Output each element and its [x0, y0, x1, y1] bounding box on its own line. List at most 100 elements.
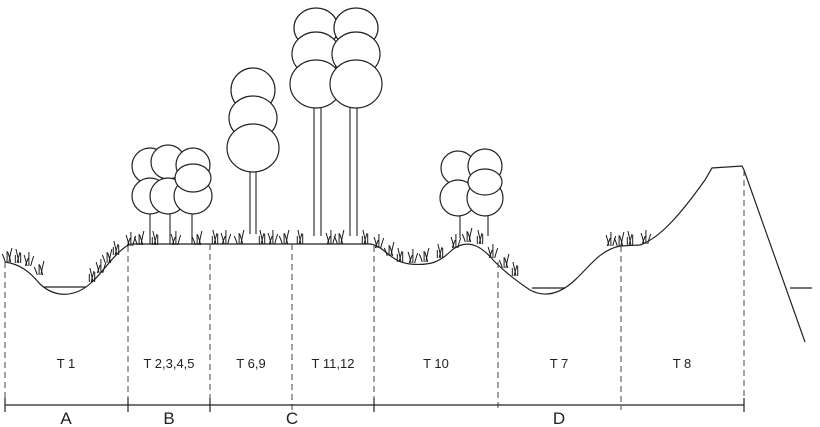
zone-label-a: A: [60, 409, 72, 427]
grass-blade: [140, 230, 145, 246]
grass-blade: [7, 251, 12, 263]
grass-blade: [114, 243, 119, 256]
grass-blade: [505, 253, 510, 269]
grass-blade: [627, 230, 632, 246]
grass-blade: [284, 233, 289, 245]
grass-blade: [95, 261, 100, 274]
grass-blade: [197, 234, 202, 246]
grass-blade: [212, 229, 217, 245]
grass-blade: [461, 233, 466, 243]
transect-label-t11-12: T 11,12: [312, 356, 355, 371]
grass-blade: [605, 234, 610, 247]
grass-blade: [389, 245, 394, 257]
grass-blade: [198, 230, 203, 246]
grass-blade: [620, 231, 625, 247]
grass-blade: [33, 266, 38, 276]
tree-cluster-b: [131, 144, 213, 244]
grass-blade: [102, 262, 107, 274]
grass-blade: [512, 261, 517, 277]
grass-blade: [90, 270, 95, 283]
grass-blade: [325, 232, 330, 245]
grass-blade: [398, 250, 403, 263]
grass-blade: [363, 232, 368, 245]
grass-blade: [425, 247, 430, 263]
tree-tall-c3: [329, 7, 383, 236]
grass-blade: [267, 232, 272, 245]
grass-tufts: [1, 227, 652, 283]
grass-blade: [333, 235, 338, 245]
grass-blade: [220, 232, 225, 245]
grass-blade: [30, 255, 35, 267]
grass-blade: [1, 253, 6, 263]
grass-blade: [424, 251, 429, 263]
grass-blade: [438, 246, 443, 259]
grass-blade: [170, 233, 175, 246]
transect-label-t1: T 1: [57, 356, 76, 371]
grass-blade: [23, 254, 28, 267]
grass-blade: [437, 243, 442, 259]
grass-blade: [108, 248, 113, 264]
grass-blade: [133, 236, 138, 246]
grass-blade: [332, 233, 337, 245]
grass-blade: [278, 235, 283, 245]
transect-label-t2-5: T 2,3,4,5: [143, 356, 194, 371]
tree-cluster-d: [439, 148, 504, 238]
grass-blade: [40, 260, 45, 276]
grass-blade: [418, 253, 423, 263]
grass-blade: [647, 233, 652, 245]
grass-blade: [468, 227, 473, 243]
zone-label-d: D: [553, 409, 565, 427]
grass-blade: [487, 246, 492, 259]
grass-blade: [478, 232, 483, 245]
grass-blade: [450, 236, 455, 249]
tree-tall-c2: [289, 7, 343, 236]
grass-blade: [113, 240, 118, 256]
grass-blade: [213, 232, 218, 245]
grass-blade: [39, 264, 44, 276]
grass-blade: [397, 247, 402, 263]
grass-blade: [8, 247, 13, 263]
grass-blade: [239, 233, 244, 245]
transect-label-t6-9: T 6,9: [236, 356, 265, 371]
grass-blade: [383, 247, 388, 257]
grass-blade: [285, 229, 290, 245]
grass-blade: [233, 235, 238, 245]
grass-blade: [390, 241, 395, 257]
grass-blade: [297, 229, 302, 245]
grass-blade: [240, 229, 245, 245]
grass-blade: [640, 232, 645, 245]
transect-boundaries: [4, 170, 745, 410]
grass-blade: [260, 232, 265, 245]
grass-blade: [259, 229, 264, 245]
transect-label-t8: T 8: [673, 356, 692, 371]
grass-blade: [107, 252, 112, 264]
grass-blade: [628, 233, 633, 246]
zone-label-c: C: [286, 409, 298, 427]
grass-blade: [612, 235, 617, 247]
grass-blade: [89, 267, 94, 283]
terrain-profile: [4, 165, 806, 343]
grass-blade: [16, 251, 21, 264]
tree-tall-c1: [226, 67, 280, 234]
grass-blade: [457, 237, 462, 249]
grass-blade: [191, 236, 196, 246]
grass-blade: [274, 233, 279, 245]
transect-label-t10: T 10: [423, 356, 449, 371]
grass-blade: [414, 252, 419, 264]
grass-blade: [467, 231, 472, 243]
grass-blade: [339, 233, 344, 245]
grass-blade: [177, 234, 182, 246]
grass-blade: [373, 236, 378, 249]
grass-blade: [619, 235, 624, 247]
grass-blade: [153, 233, 158, 246]
grass-blade: [101, 254, 106, 264]
grass-blade: [504, 257, 509, 269]
grass-blade: [340, 229, 345, 245]
grass-blade: [380, 237, 385, 249]
zone-scale-bar: [4, 398, 745, 412]
grass-blade: [477, 229, 482, 245]
grass-blade: [362, 229, 367, 245]
grass-blade: [498, 259, 503, 269]
grass-blade: [15, 248, 20, 264]
